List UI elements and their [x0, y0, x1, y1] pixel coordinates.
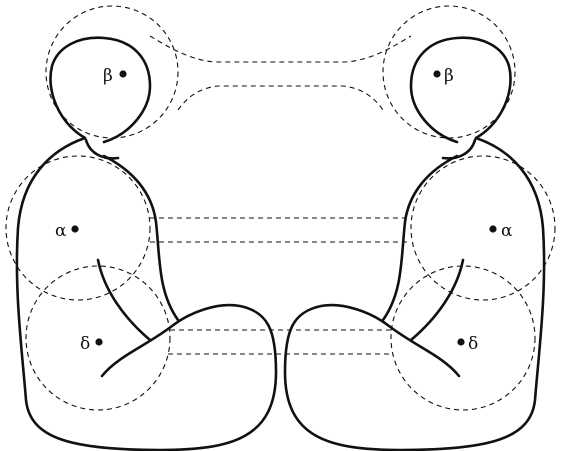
left-outer-body [15, 136, 278, 451]
right-figure [283, 36, 546, 451]
left-beta-label: β [103, 66, 113, 86]
right-head-outline [409, 36, 512, 144]
right-beta-point [433, 70, 441, 78]
left-beta-point [119, 70, 127, 78]
right-inner-body [381, 154, 459, 322]
right-delta-point [457, 338, 465, 346]
right-beta-label: β [444, 66, 454, 86]
left-arm-line [96, 258, 152, 342]
left-delta-point [95, 338, 103, 346]
dashed-band-top-outer [149, 35, 412, 63]
right-outer-body [283, 136, 546, 451]
dashed-circle-delta-left [25, 265, 171, 411]
dashed-circle-delta-right [390, 265, 536, 411]
left-neck-hook [84, 138, 120, 160]
left-alpha-point [71, 225, 79, 233]
dashed-circle-alpha-left [5, 155, 151, 301]
left-labels: β α δ [55, 66, 127, 354]
right-alpha-label: α [501, 221, 513, 241]
left-head-outline [49, 36, 152, 144]
left-delta-label: δ [80, 334, 90, 354]
right-neck-hook [441, 138, 477, 160]
right-labels: β α δ [433, 66, 513, 354]
left-figure [15, 36, 278, 451]
left-alpha-label: α [55, 221, 67, 241]
dashed-circle-alpha-right [410, 155, 556, 301]
right-delta-label: δ [468, 334, 478, 354]
right-arm-line [409, 258, 465, 342]
right-alpha-point [489, 225, 497, 233]
left-inner-body [102, 154, 180, 322]
dashed-band-top-inner [177, 85, 384, 111]
